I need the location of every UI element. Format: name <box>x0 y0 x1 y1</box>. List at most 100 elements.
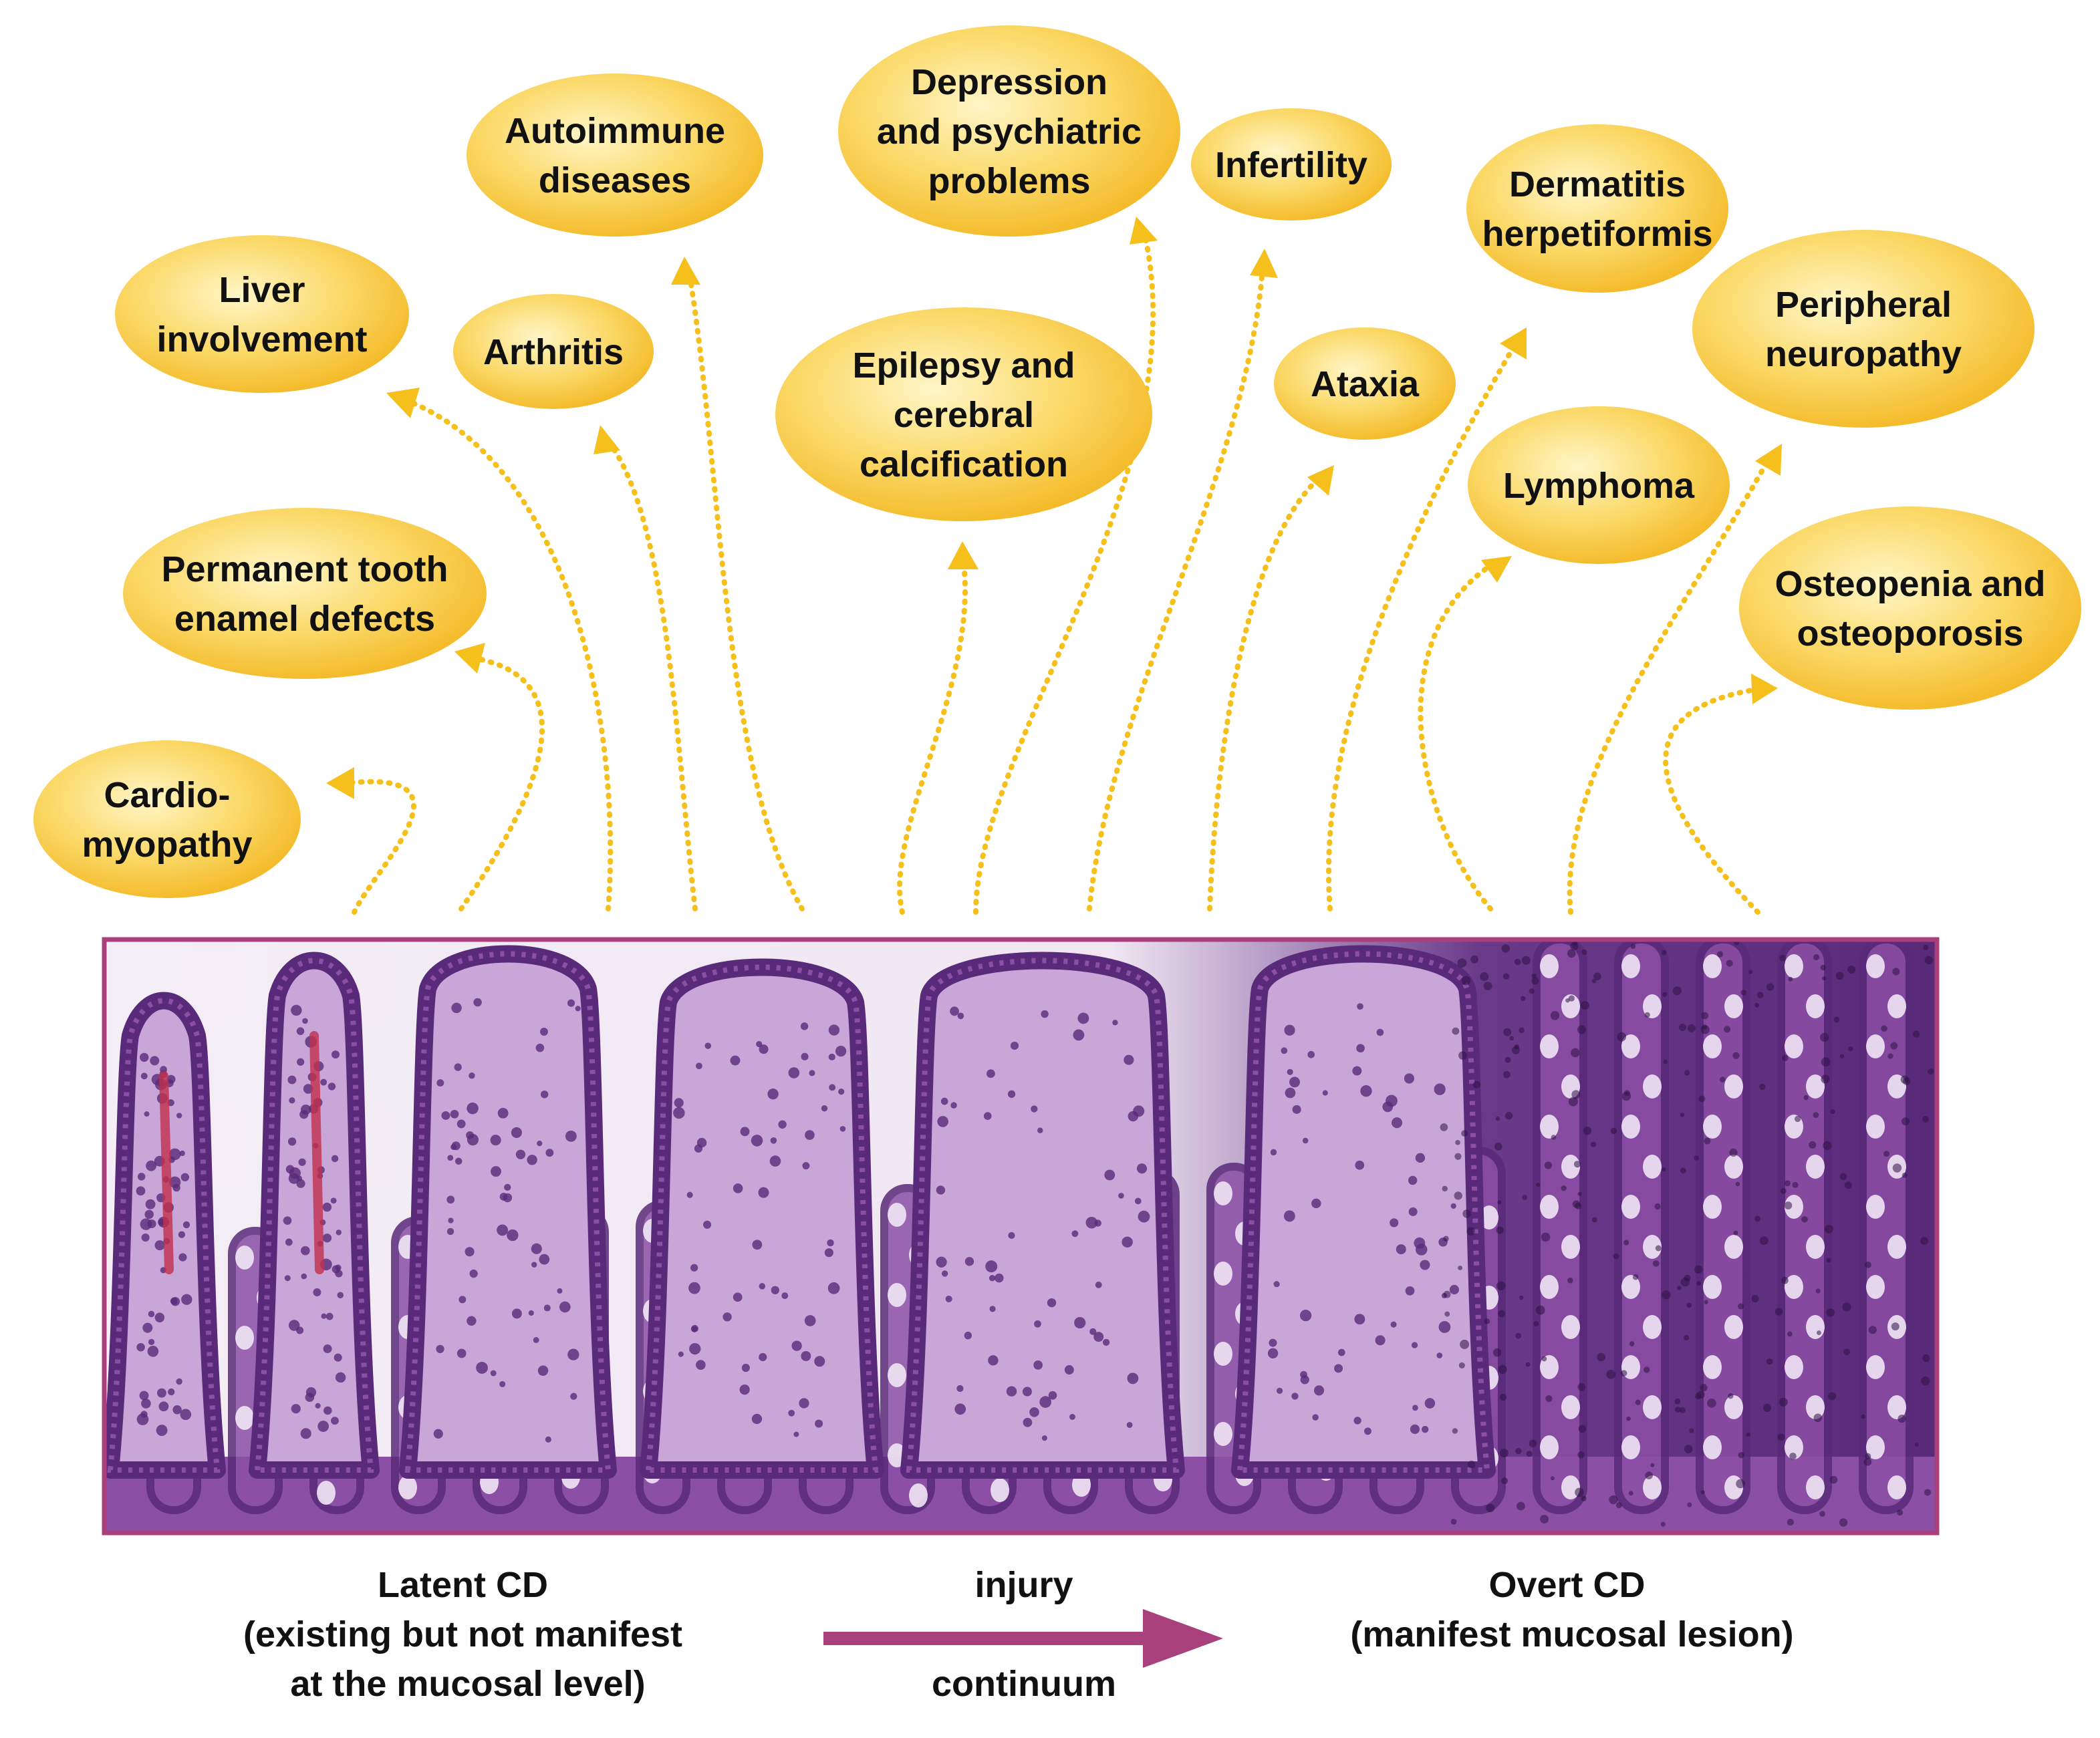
arrow-depression <box>973 225 1156 915</box>
bubble-shape-lymphoma <box>1468 406 1730 564</box>
bubble-line-osteopenia-1: osteoporosis <box>1797 613 2023 654</box>
bubble-label-infertility: Infertility <box>1215 145 1367 185</box>
bubble-line-dermatitis-0: Dermatitis <box>1509 164 1686 204</box>
arrowhead-cardiomyopathy <box>326 767 354 799</box>
bubble-neuropathy: Peripheral neuropathy <box>1692 230 2035 428</box>
manifestation-arrows <box>345 225 1774 915</box>
bubble-cardiomyopathy: Cardio-myopathy <box>33 740 301 898</box>
bubble-line-liver-1: involvement <box>156 319 367 359</box>
bubble-label-osteopenia: Osteopenia and osteoporosis <box>1775 564 2045 654</box>
arrowhead-epilepsy <box>948 541 978 569</box>
bubble-line-autoimmune-0: Autoimmune <box>505 111 725 151</box>
arrowhead-enamel-defects <box>454 643 485 674</box>
bubble-label-enamel-defects: Permanent tooth enamel defects <box>161 549 448 639</box>
bubble-shape-osteopenia <box>1739 506 2081 710</box>
bubble-label-neuropathy: Peripheral neuropathy <box>1765 285 1962 374</box>
bubble-line-epilepsy-1: cerebral <box>894 395 1034 435</box>
bubble-line-depression-2: problems <box>928 161 1090 201</box>
latent-cd-line2: (existing but not manifest <box>243 1614 682 1654</box>
arrowhead-dermatitis <box>1500 327 1527 359</box>
arrowhead-depression <box>1130 216 1158 245</box>
continuum-arrow <box>823 1609 1223 1668</box>
villus-blunted-3 <box>640 958 884 1479</box>
bubble-line-neuropathy-0: Peripheral <box>1775 285 1952 325</box>
arrowhead-liver <box>386 388 420 418</box>
caption-area: Latent CD (existing but not manifest at … <box>243 1565 1794 1704</box>
villus-broadened-2 <box>399 945 617 1479</box>
bubble-shape-liver <box>115 235 409 393</box>
bubble-dermatitis: Dermatitis herpetiformis <box>1466 124 1728 293</box>
bubble-line-osteopenia-0: Osteopenia and <box>1775 564 2045 604</box>
bubble-shape-epilepsy <box>775 307 1152 521</box>
arrow-osteopenia <box>1663 686 1767 915</box>
overt-lesion-area <box>1440 940 1934 1527</box>
arrow-ataxia <box>1207 472 1326 911</box>
villus-normal-1 <box>249 952 380 1479</box>
bubble-enamel-defects: Permanent tooth enamel defects <box>123 508 487 679</box>
bubble-shape-autoimmune <box>467 74 763 237</box>
bubble-line-dermatitis-1: herpetiformis <box>1482 214 1712 254</box>
bubble-shape-neuropathy <box>1692 230 2035 428</box>
histology-frame <box>102 937 1940 1536</box>
bubble-line-cardiomyopathy-1: myopathy <box>82 825 252 865</box>
arrow-neuropathy <box>1567 452 1774 915</box>
manifestation-bubbles: Cardio-myopathy Permanent tooth enamel def… <box>33 25 2081 898</box>
bubble-autoimmune: Autoimmune diseases <box>467 74 763 237</box>
bubble-line-enamel-defects-1: enamel defects <box>174 599 435 639</box>
bubble-label-arthritis: Arthritis <box>483 332 624 372</box>
bubble-osteopenia: Osteopenia and osteoporosis <box>1739 506 2081 710</box>
arrow-autoimmune <box>686 265 805 911</box>
bubble-shape-depression <box>838 25 1180 237</box>
arrowhead-neuropathy <box>1755 444 1782 476</box>
overt-cd-title: Overt CD <box>1488 1565 1645 1605</box>
arrow-lymphoma <box>1418 559 1500 911</box>
arrow-cardiomyopathy <box>345 778 416 915</box>
bubble-line-autoimmune-1: diseases <box>539 160 691 200</box>
bubble-label-cardiomyopathy: Cardio-myopathy <box>82 775 252 865</box>
arrow-dermatitis <box>1325 338 1520 911</box>
bubble-shape-arthritis <box>453 294 654 409</box>
villus-flattened-4 <box>900 952 1185 1479</box>
overt-cd-caption: Overt CD (manifest mucosal lesion) <box>1350 1565 1793 1654</box>
overt-cd-line2: (manifest mucosal lesion) <box>1350 1614 1793 1654</box>
bubble-line-neuropathy-1: neuropathy <box>1765 334 1962 374</box>
arrow-heads <box>326 216 1782 799</box>
bubble-line-epilepsy-0: Epilepsy and <box>852 345 1075 386</box>
bubble-label-dermatitis: Dermatitis herpetiformis <box>1482 164 1712 254</box>
arrow-arthritis <box>606 438 698 911</box>
bubble-arthritis: Arthritis <box>453 294 654 409</box>
bubble-line-epilepsy-2: calcification <box>860 444 1068 484</box>
bubble-line-enamel-defects-0: Permanent tooth <box>161 549 448 589</box>
arrow-infertility <box>1087 258 1266 911</box>
bubble-ataxia: Ataxia <box>1274 327 1456 440</box>
bubble-depression: Depression and psychiatric problems <box>838 25 1180 237</box>
bubble-label-epilepsy: Epilepsy and cerebral calcification <box>852 345 1075 484</box>
bubble-shape-infertility <box>1191 108 1392 221</box>
arrowhead-autoimmune <box>671 257 700 285</box>
bubble-liver: Liver involvement <box>115 235 409 393</box>
continuum-label: continuum <box>932 1664 1116 1704</box>
arrowhead-osteopenia <box>1751 674 1778 704</box>
bubble-shape-ataxia <box>1274 327 1456 440</box>
histology-panel <box>102 937 1940 1536</box>
latent-cd-line3: at the mucosal level) <box>290 1664 645 1704</box>
bubble-line-cardiomyopathy-0: Cardio- <box>104 775 231 815</box>
arrowhead-infertility <box>1250 249 1278 278</box>
bubble-line-depression-0: Depression <box>911 62 1107 102</box>
arrowhead-lymphoma <box>1481 556 1512 583</box>
bubble-shape-dermatitis <box>1466 124 1728 293</box>
injury-label: injury <box>974 1565 1073 1605</box>
bubble-epilepsy: Epilepsy and cerebral calcification <box>775 307 1152 521</box>
bubble-label-autoimmune: Autoimmune diseases <box>505 111 725 200</box>
bubble-line-arthritis-0: Arthritis <box>483 332 624 372</box>
bubble-line-liver-0: Liver <box>219 270 305 310</box>
arrow-epilepsy <box>897 552 968 915</box>
bubble-lymphoma: Lymphoma <box>1468 406 1730 564</box>
latent-cd-title: Latent CD <box>378 1565 548 1605</box>
bubble-line-depression-1: and psychiatric <box>877 112 1142 152</box>
villus-normal-0 <box>104 992 226 1479</box>
bubble-line-ataxia-0: Ataxia <box>1311 364 1420 404</box>
arrow-enamel-defects <box>458 656 545 911</box>
